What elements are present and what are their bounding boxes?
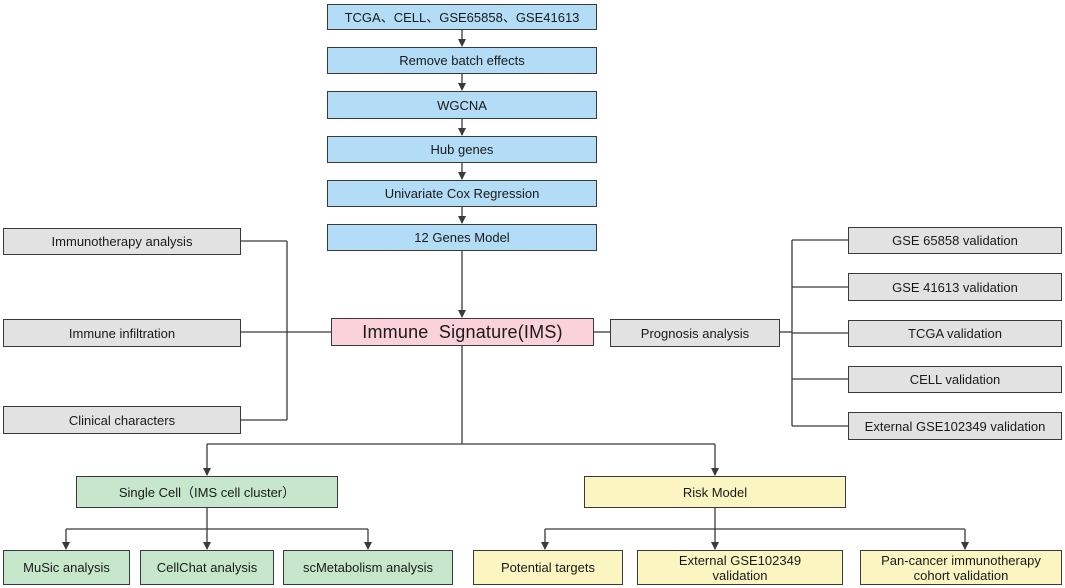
label-potential-targets: Potential targets <box>501 560 595 575</box>
box-tcga-validation: TCGA validation <box>848 320 1062 347</box>
label-risk-model: Risk Model <box>682 484 748 500</box>
label-12-genes-model: 12 Genes Model <box>414 230 510 245</box>
label-music-analysis: MuSic analysis <box>23 560 110 575</box>
box-hub-genes: Hub genes <box>327 136 597 163</box>
label-univariate-cox: Univariate Cox Regression <box>384 186 540 201</box>
label-cell-validation: CELL validation <box>909 372 1001 387</box>
label-immune-signature: Immune Signature(IMS) <box>362 321 563 342</box>
box-univariate-cox: Univariate Cox Regression <box>327 180 597 207</box>
box-single-cell: Single Cell（IMS cell cluster） <box>76 476 338 508</box>
box-immune-infiltration: Immune infiltration <box>3 319 241 347</box>
box-external-gse102349: External GSE102349 validation <box>637 550 843 585</box>
box-cell-validation: CELL validation <box>848 366 1062 393</box>
label-external-gse102349-line1: External GSE102349 <box>678 552 802 568</box>
label-external-gse102349-validation: External GSE102349 validation <box>864 418 1046 434</box>
box-wgcna: WGCNA <box>327 91 597 119</box>
box-immunotherapy-analysis: Immunotherapy analysis <box>3 228 241 255</box>
label-prognosis-analysis: Prognosis analysis <box>640 325 750 341</box>
label-scmetabolism-analysis: scMetabolism analysis <box>302 560 434 575</box>
label-gse65858-validation: GSE 65858 validation <box>892 233 1018 248</box>
label-pancancer-line2: cohort validation <box>913 567 1009 583</box>
box-data-sources: TCGA、CELL、GSE65858、GSE41613 <box>327 4 597 30</box>
box-scmetabolism-analysis: scMetabolism analysis <box>283 550 453 585</box>
label-cellchat-analysis: CellChat analysis <box>156 560 258 575</box>
label-wgcna: WGCNA <box>437 97 487 113</box>
label-tcga-validation: TCGA validation <box>908 326 1002 341</box>
label-clinical-characters: Clinical characters <box>68 412 176 428</box>
box-potential-targets: Potential targets <box>473 550 623 585</box>
label-immune-infiltration: Immune infiltration <box>68 325 176 341</box>
label-hub-genes: Hub genes <box>430 142 494 157</box>
box-clinical-characters: Clinical characters <box>3 406 241 434</box>
label-data-sources: TCGA、CELL、GSE65858、GSE41613 <box>344 9 580 25</box>
box-gse65858-validation: GSE 65858 validation <box>848 227 1062 254</box>
box-music-analysis: MuSic analysis <box>3 550 130 585</box>
label-external-gse102349-line2: validation <box>712 567 768 583</box>
box-cellchat-analysis: CellChat analysis <box>140 550 274 585</box>
label-pancancer-line1: Pan-cancer immunotherapy <box>881 552 1041 568</box>
box-remove-batch-effects: Remove batch effects <box>327 47 597 74</box>
label-immunotherapy-analysis: Immunotherapy analysis <box>51 234 193 249</box>
box-prognosis-analysis: Prognosis analysis <box>610 319 780 347</box>
box-gse41613-validation: GSE 41613 validation <box>848 273 1062 301</box>
box-immune-signature: Immune Signature(IMS) <box>331 318 594 346</box>
box-12-genes-model: 12 Genes Model <box>327 224 597 251</box>
label-remove-batch-effects: Remove batch effects <box>399 53 525 68</box>
box-external-gse102349-validation: External GSE102349 validation <box>848 412 1062 440</box>
box-risk-model: Risk Model <box>584 476 846 508</box>
label-single-cell: Single Cell（IMS cell cluster） <box>118 484 296 500</box>
label-gse41613-validation: GSE 41613 validation <box>892 279 1018 295</box>
box-pancancer-validation: Pan-cancer immunotherapy cohort validati… <box>860 550 1062 585</box>
